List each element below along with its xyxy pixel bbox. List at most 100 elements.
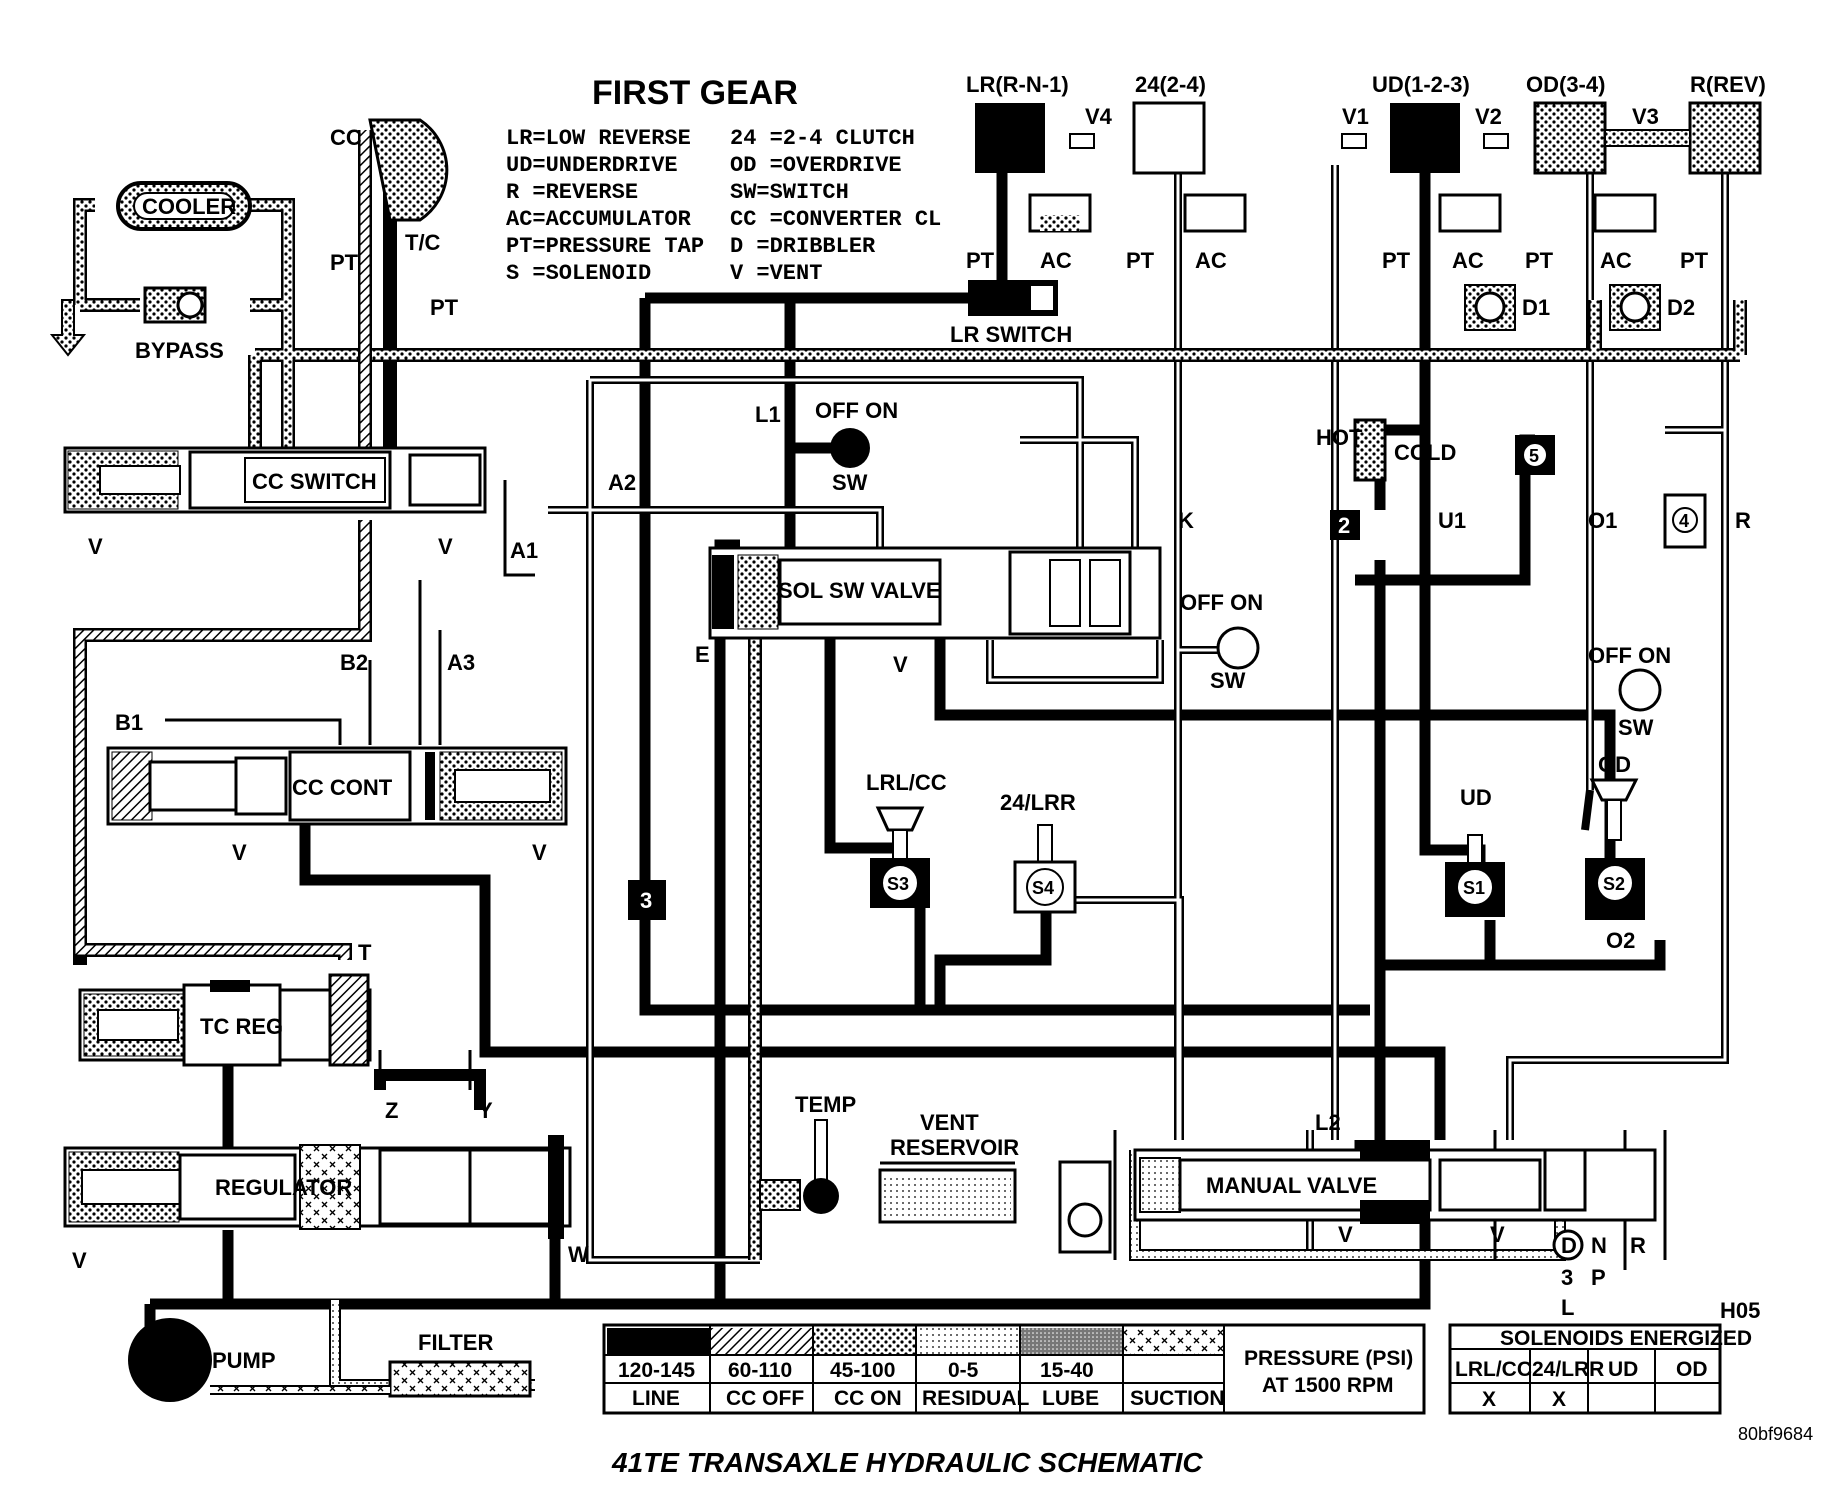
legend-name-suction: SUCTION bbox=[1130, 1387, 1225, 1410]
o1-label: O1 bbox=[1588, 508, 1617, 533]
reservoir-label: RESERVOIR bbox=[890, 1135, 1019, 1160]
w-label: W bbox=[568, 1242, 589, 1267]
cc-control-valve: CC CONT V V B1 B2 A3 bbox=[106, 650, 568, 865]
abbr-lr: LR=LOW REVERSE bbox=[506, 126, 691, 151]
selector-d: D bbox=[1561, 1233, 1577, 1258]
node-3-label: 3 bbox=[640, 888, 652, 913]
abbreviation-list: LR=LOW REVERSE 24 =2-4 CLUTCH UD=UNDERDR… bbox=[506, 126, 941, 286]
abbr-ud: UD=UNDERDRIVE bbox=[506, 153, 678, 178]
selector-3: 3 bbox=[1561, 1265, 1573, 1290]
dribbler-d2: D2 bbox=[1609, 284, 1695, 331]
lr-clutch-label: LR(R-N-1) bbox=[966, 72, 1069, 97]
legend-name-line: LINE bbox=[632, 1387, 680, 1410]
a2-label: A2 bbox=[608, 470, 636, 495]
page-code: H05 bbox=[1720, 1298, 1760, 1323]
manual-valve: MANUAL VALVE V V L2 bbox=[1133, 1110, 1657, 1247]
lr-switch-label: LR SWITCH bbox=[950, 322, 1072, 347]
selector-n: N bbox=[1591, 1233, 1607, 1258]
lr-switch-valve: LR SWITCH bbox=[950, 280, 1072, 347]
off-on-label-2: OFF ON bbox=[1180, 590, 1263, 615]
cc-label: CC bbox=[330, 125, 362, 150]
d1-label: D1 bbox=[1522, 295, 1550, 320]
d2-label: D2 bbox=[1667, 295, 1695, 320]
abbr-r: R =REVERSE bbox=[506, 180, 638, 205]
od-clutch-label: OD(3-4) bbox=[1526, 72, 1605, 97]
pt-label-lr: PT bbox=[966, 248, 995, 273]
page-title: FIRST GEAR bbox=[592, 74, 798, 112]
abbr-v: V =VENT bbox=[730, 261, 822, 286]
abbr-d: D =DRIBBLER bbox=[730, 234, 876, 259]
pump-label: PUMP bbox=[212, 1348, 276, 1373]
abbr-sw: SW=SWITCH bbox=[730, 180, 849, 205]
hot-label: HOT bbox=[1316, 425, 1363, 450]
selector-r: R bbox=[1630, 1233, 1646, 1258]
b2-label: B2 bbox=[340, 650, 368, 675]
b1-label: B1 bbox=[115, 710, 143, 735]
selector-p: P bbox=[1591, 1265, 1606, 1290]
legend-range-residual: 0-5 bbox=[948, 1359, 979, 1382]
s3-name: LRL/CC bbox=[866, 770, 947, 795]
cc-off-passages-fill bbox=[75, 130, 370, 960]
s3-label: S3 bbox=[887, 874, 909, 894]
pt-label-ud: PT bbox=[1382, 248, 1411, 273]
pt-label-od: PT bbox=[1525, 248, 1554, 273]
tc-reg-label: TC REG bbox=[200, 1014, 283, 1039]
legend-range-lube: 15-40 bbox=[1040, 1359, 1094, 1382]
abbr-s: S =SOLENOID bbox=[506, 261, 651, 286]
cooler-label: COOLER bbox=[142, 194, 236, 219]
a3-label: A3 bbox=[447, 650, 475, 675]
sol-header-lrl-cc: LRL/CC bbox=[1455, 1358, 1532, 1381]
clutch-24: 24(2-4) PT AC K OFF ON SW bbox=[1126, 72, 1263, 693]
figure-id: 80bf9684 bbox=[1738, 1424, 1813, 1444]
v-label-cccont2: V bbox=[532, 840, 547, 865]
vent-reservoir: VENT RESERVOIR bbox=[878, 1110, 1019, 1224]
node-3: 3 bbox=[628, 880, 666, 920]
abbr-pt: PT=PRESSURE TAP bbox=[506, 234, 704, 259]
ac-label-lr: AC bbox=[1040, 248, 1072, 273]
cc-on-passages-fill bbox=[75, 200, 1745, 1260]
sw-label-1: SW bbox=[832, 470, 868, 495]
torque-converter: CC T/C PT PT bbox=[330, 118, 459, 320]
abbr-od: OD =OVERDRIVE bbox=[730, 153, 902, 178]
sol-value-lrl-cc: X bbox=[1482, 1388, 1496, 1411]
legend-name-cc-on: CC ON bbox=[834, 1387, 902, 1410]
manual-valve-label: MANUAL VALVE bbox=[1206, 1173, 1377, 1198]
node-2-label: 2 bbox=[1338, 513, 1350, 538]
pt-label-r: PT bbox=[1680, 248, 1709, 273]
tc-regulator-valve: TC REG T bbox=[78, 940, 372, 1067]
node-4: 4 R bbox=[1663, 493, 1751, 549]
caption: 41TE TRANSAXLE HYDRAULIC SCHEMATIC bbox=[611, 1447, 1203, 1478]
off-on-label-3: OFF ON bbox=[1588, 643, 1671, 668]
ac-label-24: AC bbox=[1195, 248, 1227, 273]
v-label-mv: V bbox=[1338, 1222, 1353, 1247]
solenoid-table-title: SOLENOIDS ENERGIZED bbox=[1500, 1327, 1752, 1350]
pressure-switch-l1: OFF ON SW bbox=[815, 398, 898, 495]
v-label-mv2: V bbox=[1490, 1222, 1505, 1247]
v-label-ccsw: V bbox=[88, 534, 103, 559]
v-label-solsw: V bbox=[893, 652, 908, 677]
legend-range-cc-off: 60-110 bbox=[728, 1359, 792, 1382]
l1-label: L1 bbox=[755, 402, 781, 427]
bypass-label: BYPASS bbox=[135, 338, 224, 363]
ud-clutch-label: UD(1-2-3) bbox=[1372, 72, 1470, 97]
pressure-switch-od: OFF ON SW bbox=[1588, 643, 1671, 740]
v-label-ccsw2: V bbox=[438, 534, 453, 559]
legend-name-residual: RESIDUAL bbox=[922, 1387, 1030, 1410]
tc-label: T/C bbox=[405, 230, 441, 255]
pressure-legend: 120-145 60-110 45-100 0-5 15-40 LINE CC … bbox=[602, 1323, 1426, 1415]
temp-sensor: TEMP bbox=[759, 1092, 856, 1214]
ac-label-od: AC bbox=[1600, 248, 1632, 273]
e-label: E bbox=[695, 642, 710, 667]
ac-label-ud: AC bbox=[1452, 248, 1484, 273]
gear-selector: D 3 L N P R bbox=[1552, 1229, 1646, 1320]
y-label: Y bbox=[478, 1098, 493, 1123]
pump: PUMP bbox=[128, 1318, 276, 1402]
bypass-valve: BYPASS bbox=[49, 286, 224, 363]
cc-cont-label: CC CONT bbox=[292, 775, 393, 800]
check-ball bbox=[1058, 1160, 1112, 1254]
s2-name: OD bbox=[1598, 752, 1631, 777]
cc-switch-valve: CC SWITCH V V A1 bbox=[63, 446, 538, 563]
pt-label-24: PT bbox=[1126, 248, 1155, 273]
v-label-reg: V bbox=[72, 1248, 87, 1273]
